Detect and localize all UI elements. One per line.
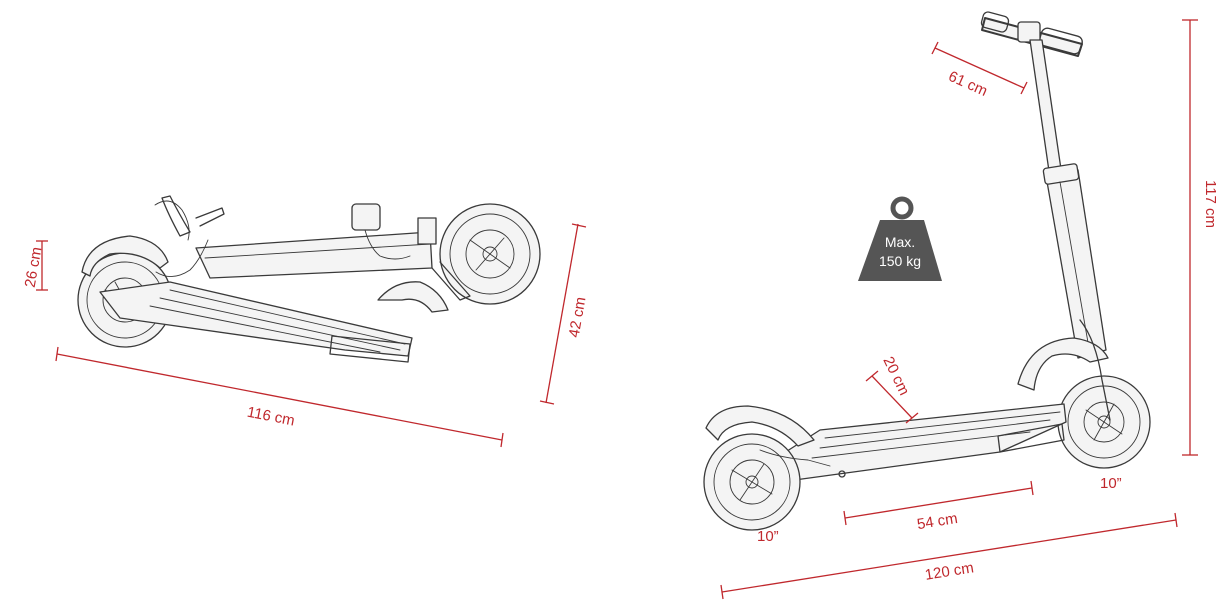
folded-rear-fender <box>81 235 169 277</box>
unfolded-front-fender <box>1017 337 1109 391</box>
folded-total-height-label: 42 cm <box>566 296 590 339</box>
folded-total-height-line <box>545 223 579 404</box>
deck-width-label: 20 cm <box>879 354 912 398</box>
folded-clamp <box>417 217 437 245</box>
unfolded-dimensions: 61 cm 117 cm 20 cm 54 cm 120 cm 10” 10” <box>720 19 1217 600</box>
unfolded-length-label: 120 cm <box>924 559 975 583</box>
unfolded-rear-fender <box>705 405 815 447</box>
weight-icon: Max. 150 kg <box>858 196 942 281</box>
folded-display <box>351 203 381 231</box>
unfolded-handlebar <box>980 11 1083 57</box>
handlebar-width-line <box>934 47 1025 89</box>
folded-front-fender <box>377 281 449 313</box>
folded-stem <box>154 195 437 279</box>
folded-dimensions: 26 cm 42 cm 116 cm <box>22 223 590 448</box>
folded-deck <box>99 281 413 363</box>
unfolded-rear-wheel <box>703 433 801 531</box>
folded-handlebar-height-label: 26 cm <box>22 246 46 289</box>
deck-length-label: 54 cm <box>916 510 959 533</box>
folded-length-label: 116 cm <box>246 404 296 430</box>
rear-wheel-size-label: 10” <box>757 528 779 545</box>
handlebar-width-label: 61 cm <box>946 68 990 100</box>
folded-front-wheel <box>439 203 541 305</box>
weight-value-label: 150 kg <box>879 253 921 269</box>
unfolded-height-label: 117 cm <box>1202 180 1217 228</box>
deck-length-line <box>844 487 1033 519</box>
deck-width-line <box>871 375 913 419</box>
unfolded-stem <box>1029 39 1107 359</box>
folded-scooter <box>77 195 541 363</box>
unfolded-scooter <box>703 11 1151 531</box>
unfolded-length-line <box>721 519 1177 593</box>
unfolded-deck <box>769 403 1067 483</box>
weight-max-label: Max. <box>885 234 915 250</box>
folded-length-line <box>56 353 503 441</box>
front-wheel-size-label: 10” <box>1100 475 1122 492</box>
